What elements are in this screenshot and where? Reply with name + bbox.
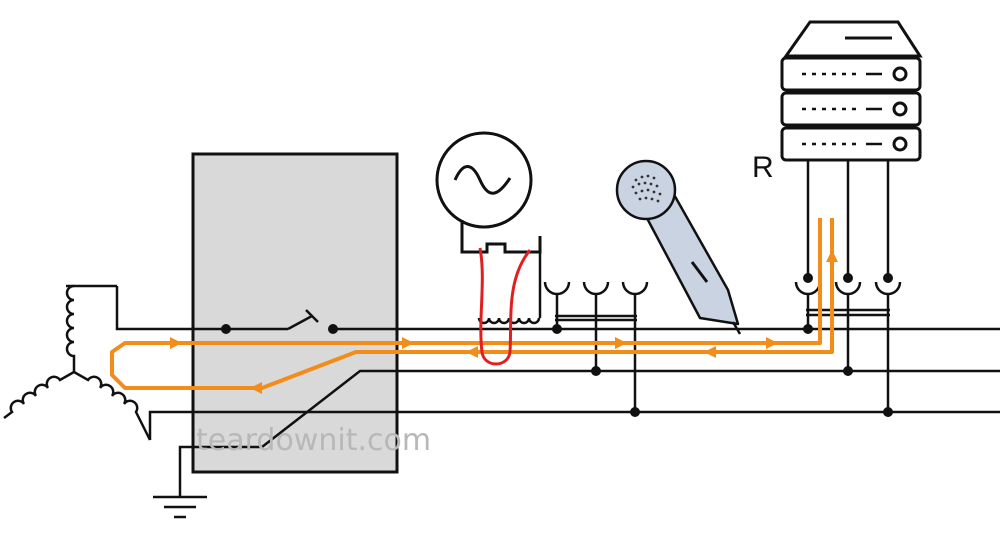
junction-dot [803,324,813,334]
neutral-link [178,369,397,497]
current-arrows [170,250,838,394]
current-loop-path [110,218,834,390]
oscilloscope-icon [435,131,542,254]
panel-bottom-lead [148,410,397,440]
current-transformer-coil [477,252,542,325]
server-rack-icon [780,20,923,162]
wye-transformer-icon [3,284,152,441]
leakage-loop-path [478,247,532,366]
switch-icon [287,309,319,331]
switch-contact-left [221,324,231,334]
junction-dot [591,366,601,376]
distribution-panel [191,152,399,474]
probe-icon [615,159,742,335]
junction-dot [843,366,853,376]
ground-icon [153,495,207,519]
receptacle-icons [543,281,649,412]
junction-dot [552,324,562,334]
junction-dot [883,407,893,417]
junction-dot [843,273,853,283]
rack-label: R [752,151,774,184]
junction-dot [630,407,640,417]
watermark-text: teardownit.com [196,423,431,458]
junction-dot [883,273,893,283]
switch-contact-right [328,324,338,334]
junction-dot [803,273,813,283]
